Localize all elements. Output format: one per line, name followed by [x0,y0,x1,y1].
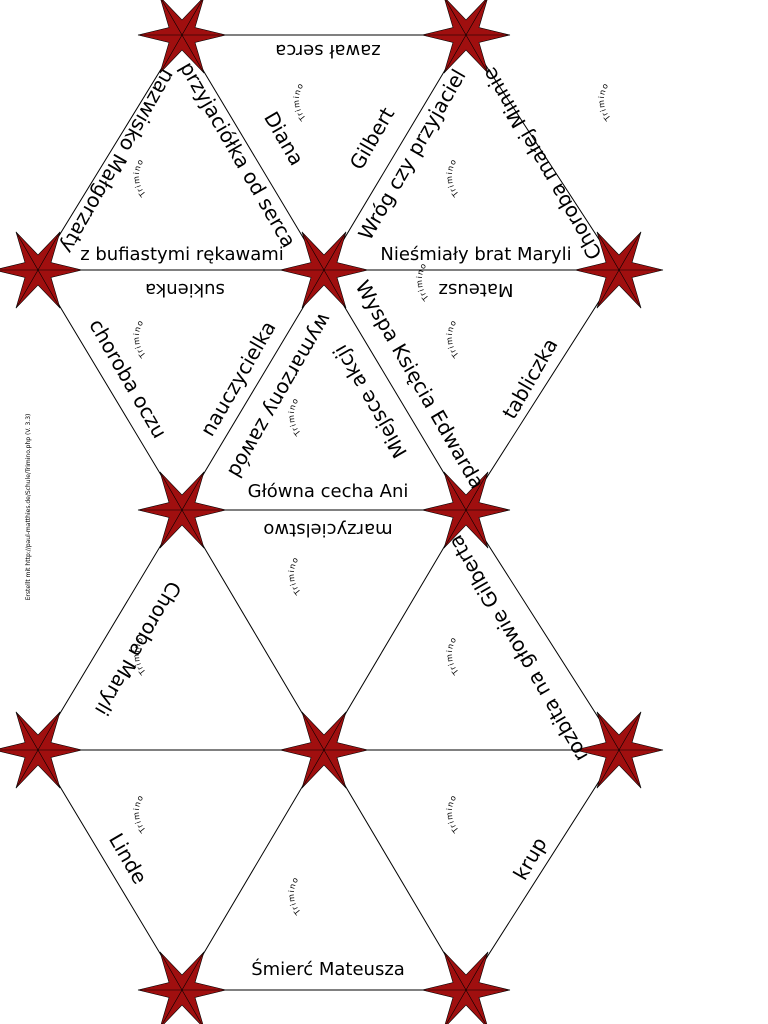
label-mateusz: Mateusz [439,279,514,300]
star-spoke [181,989,202,1024]
star-spoke [159,509,183,549]
star-spoke [323,231,347,271]
star-spoke [618,269,642,309]
star-spoke [596,711,620,751]
star-spoke [159,951,183,991]
star-spoke [465,0,487,36]
trimino-mark: Trimino [132,318,149,360]
star-spoke [159,34,183,74]
trimino-mark: Trimino [597,81,614,123]
star-spoke [15,269,39,309]
star-spoke [596,269,620,309]
label-choroba-oczu: choroba oczu [84,315,172,443]
star-spoke [181,509,205,549]
star-spoke [161,0,183,36]
label-sukienka: sukienka [145,279,225,300]
label-nazwisko-malgorzaty: nazwisko Małgorzaty [56,65,181,257]
label-krup: krup [508,833,551,884]
label-niesmialy-brat: Nieśmiały brat Maryli [380,244,571,265]
star-spoke [618,231,642,271]
label-choroba-malej-minnie: Choroba małej Minnie [477,63,607,264]
star-spoke [37,749,61,789]
star-spoke [446,989,467,1024]
label-zawal-serca: zawał serca [275,40,380,61]
stars-layer [0,0,664,1024]
star-mark [137,951,227,1024]
trimino-mark: Trimino [292,81,309,123]
trimino-mark: Trimino [445,318,462,360]
star-spoke [443,509,467,549]
star-spoke [323,269,347,309]
star-spoke [465,471,489,511]
star-spoke [465,989,486,1024]
star-spoke [301,231,325,271]
star-spoke [618,711,642,751]
star-spoke [465,951,489,991]
label-smierc-mateusza: Śmierć Mateusza [251,958,405,980]
star-spoke [443,471,467,511]
label-linde: Linde [104,829,152,888]
star-spoke [445,0,467,36]
star-spoke [162,989,183,1024]
credit-line: Erstellt mit http://paul-matthies.de/Sch… [25,414,32,601]
star-spoke [181,471,205,511]
star-spoke [159,471,183,511]
star-spoke [37,269,61,309]
star-spoke [596,231,620,271]
star-mark [421,951,511,1024]
star-spoke [15,749,39,789]
star-spoke [443,951,467,991]
star-spoke [15,231,39,271]
star-mark [137,0,227,74]
star-spoke [181,34,205,74]
star-spoke [301,269,325,309]
star-spoke [301,711,325,751]
label-gilbert: Gilbert [345,103,400,174]
star-mark [421,0,511,74]
trimino-mark: Trimino [287,555,304,597]
label-marzycielstwo: marzycielstwo [263,519,392,540]
star-spoke [465,509,489,549]
star-spoke [618,749,642,789]
star-spoke [465,34,489,74]
trimino-mark: Trimino [445,157,462,199]
label-choroba-maryli: Choroba Maryli [90,577,186,720]
label-glowna-cecha: Główna cecha Ani [248,481,409,502]
star-spoke [181,951,205,991]
trimino-mark: Trimino [445,635,462,677]
star-spoke [596,749,620,789]
trimino-mark: Trimino [445,793,462,835]
label-z-bufiastymi: z bufiastymi rękawami [80,244,284,265]
star-spoke [37,711,61,751]
star-spoke [37,231,61,271]
trimino-mark: Trimino [132,157,149,199]
star-spoke [15,711,39,751]
trimino-mark: Trimino [132,793,149,835]
label-rozbita-na-glowie: rozbita na głowie Gilberta [443,531,593,766]
star-spoke [301,749,325,789]
trimino-mark: Trimino [287,875,304,917]
star-spoke [443,34,467,74]
star-spoke [181,0,203,36]
star-spoke [323,749,347,789]
star-spoke [323,711,347,751]
trimino-mark: Trimino [415,261,432,303]
